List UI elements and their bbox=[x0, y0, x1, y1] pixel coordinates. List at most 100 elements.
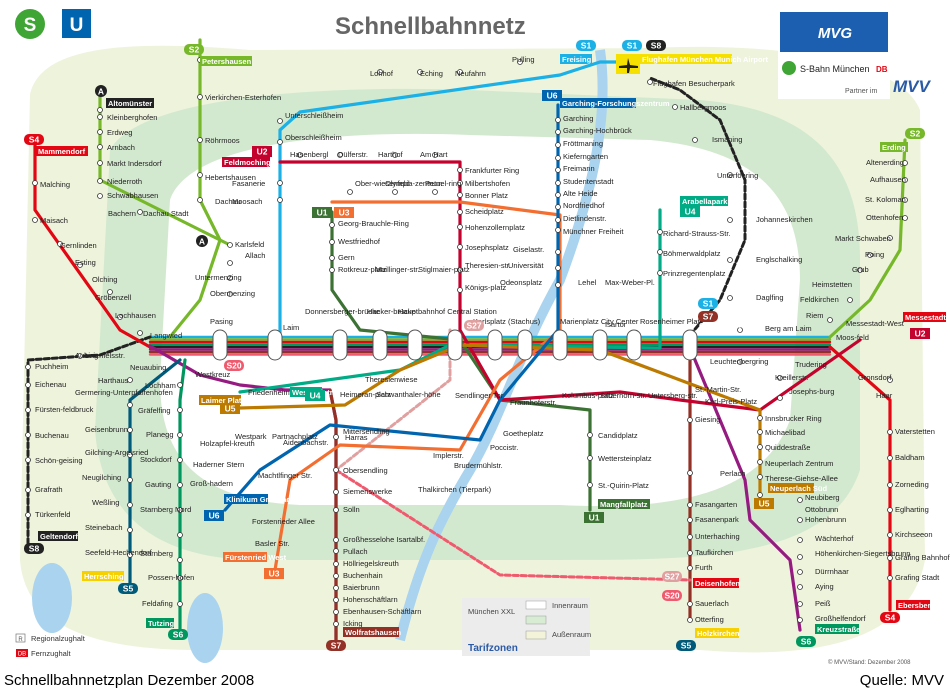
station-label: Pullach bbox=[343, 547, 368, 556]
line-badge-s7 bbox=[326, 640, 346, 651]
line-badge-text: S5 bbox=[681, 641, 692, 651]
station-dot bbox=[797, 517, 803, 523]
station-label: Ottobrunn bbox=[805, 505, 838, 514]
terminus-label: Erding bbox=[882, 143, 906, 152]
terminus-badge bbox=[815, 624, 859, 634]
station-label: Kirchseeon bbox=[895, 530, 933, 539]
station-dot bbox=[25, 457, 31, 463]
station-label: Aufhausen bbox=[870, 175, 906, 184]
line-badge-s6 bbox=[796, 636, 816, 647]
terminus-badge bbox=[223, 552, 267, 562]
station-dot bbox=[417, 69, 423, 75]
station-dot bbox=[587, 482, 593, 488]
station-dot bbox=[687, 565, 693, 571]
station-dot bbox=[687, 502, 693, 508]
station-label: Heimeran-platz bbox=[340, 390, 391, 399]
station-dot bbox=[227, 260, 233, 266]
station-dot bbox=[97, 114, 103, 120]
line-badge-text: U3 bbox=[269, 569, 280, 579]
station-dot bbox=[333, 467, 339, 473]
station-dot bbox=[333, 434, 339, 440]
station-label: Haar bbox=[876, 391, 893, 400]
line-badge-s27 bbox=[464, 320, 484, 331]
station-dot bbox=[25, 382, 31, 388]
station-dot bbox=[97, 144, 103, 150]
station-dot bbox=[555, 192, 561, 198]
station-dot bbox=[687, 470, 693, 476]
line-badge-u4 bbox=[305, 390, 325, 401]
line-badge-s5 bbox=[676, 640, 696, 651]
station-label: Riem bbox=[806, 311, 824, 320]
station-dot bbox=[333, 597, 339, 603]
line-badge-u5 bbox=[220, 403, 240, 414]
terminus-badge bbox=[36, 146, 88, 156]
station-label: Therese-Giehse-Allee bbox=[765, 474, 838, 483]
station-dot bbox=[757, 474, 763, 480]
station-dot bbox=[555, 155, 561, 161]
station-label: Englschalking bbox=[756, 255, 802, 264]
station-dot bbox=[77, 262, 83, 268]
interchange-station bbox=[487, 329, 503, 361]
station-dot bbox=[757, 492, 763, 498]
station-label: Grub bbox=[852, 265, 869, 274]
station-label: Stiglmaier-platz bbox=[418, 265, 470, 274]
line-badge-text: S20 bbox=[664, 591, 679, 601]
ubahn-logo-icon bbox=[62, 9, 91, 38]
station-label: Neubiberg bbox=[805, 493, 840, 502]
station-dot bbox=[672, 104, 678, 110]
station-label: Planegg bbox=[146, 430, 174, 439]
station-label: Lehel bbox=[578, 278, 597, 287]
station-dot bbox=[555, 265, 561, 271]
terminus-badge bbox=[693, 578, 739, 588]
station-label: Harthof bbox=[378, 150, 404, 159]
mvg-logo-icon bbox=[780, 12, 888, 52]
station-dot bbox=[657, 229, 663, 235]
station-dot bbox=[857, 267, 863, 273]
station-label: Steinebach bbox=[85, 523, 123, 532]
line-badge-text: U6 bbox=[209, 511, 220, 521]
station-label: Friedenheimer Str. bbox=[248, 388, 310, 397]
station-dot bbox=[25, 432, 31, 438]
line-badge-text: S1 bbox=[581, 41, 592, 51]
station-label: Münchner Freiheit bbox=[563, 227, 624, 236]
station-label: Ismaning bbox=[712, 135, 742, 144]
terminus-badge bbox=[222, 157, 270, 167]
station-label: Kieferngarten bbox=[563, 152, 608, 161]
station-label: Scheidplatz bbox=[465, 207, 504, 216]
station-dot bbox=[687, 617, 693, 623]
station-label: Theresien-str. bbox=[465, 261, 511, 270]
station-dot bbox=[347, 189, 353, 195]
station-label: Karlsplatz (Stachus) bbox=[473, 317, 541, 326]
terminus-label: Holzkirchen bbox=[697, 629, 740, 638]
line-badge-text: U2 bbox=[257, 147, 268, 157]
station-label: Hohenzollernplatz bbox=[465, 223, 525, 232]
station-label: Unterföhring bbox=[717, 171, 758, 180]
line-badge-s20 bbox=[224, 360, 244, 371]
station-label: Georg-Brauchle-Ring bbox=[338, 219, 409, 228]
station-dot bbox=[127, 527, 133, 533]
station-dot bbox=[517, 59, 523, 65]
station-label: Niederroth bbox=[107, 177, 142, 186]
line-badge-text: S7 bbox=[331, 641, 342, 651]
station-label: Obermenzing bbox=[210, 289, 255, 298]
line-badge-s4 bbox=[880, 612, 900, 623]
station-label: Hohenbrunn bbox=[805, 515, 846, 524]
station-label: Partnachplatz bbox=[272, 432, 318, 441]
station-dot bbox=[757, 429, 763, 435]
station-dot bbox=[797, 617, 803, 623]
terminus-label: Altomünster bbox=[108, 99, 152, 108]
station-label: Hacker-brücke bbox=[367, 307, 416, 316]
station-dot bbox=[555, 282, 561, 288]
line-badge-u3 bbox=[264, 568, 284, 579]
legend-outer: Außenraum bbox=[552, 630, 591, 639]
terminus-badge bbox=[343, 627, 399, 637]
line-badge-s27 bbox=[662, 571, 682, 582]
station-dot bbox=[847, 297, 853, 303]
station-label: Hasenbergl bbox=[290, 150, 329, 159]
station-dot bbox=[197, 197, 203, 203]
line-badge-s6 bbox=[168, 629, 188, 640]
station-dot bbox=[177, 532, 183, 538]
station-dot bbox=[127, 377, 133, 383]
station-label: St. Koloman bbox=[865, 195, 906, 204]
